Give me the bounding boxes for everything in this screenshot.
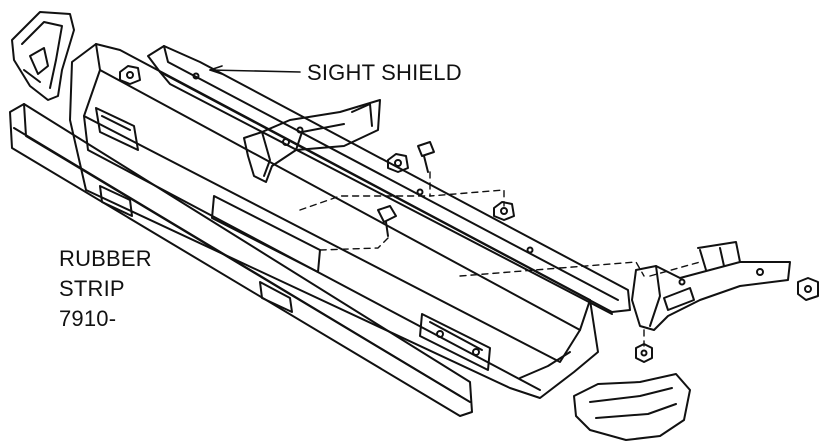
nut-upper-center [387, 153, 409, 173]
rubber-strip-label-line2: STRIP [59, 276, 125, 301]
sight-shield-leader [209, 65, 301, 75]
front-bumper [69, 43, 599, 399]
rubber-strip-label-line1: RUBBER [59, 246, 152, 271]
mounting-hardware [119, 65, 819, 363]
nut-bottom-right [635, 343, 653, 363]
rubber-strip-part-number: 7910- [59, 306, 117, 331]
nut-right-upper [493, 201, 515, 221]
rubber-strip [9, 103, 473, 417]
left-mounting-bracket [243, 99, 381, 183]
nut-left [119, 65, 141, 85]
nut-far-right [797, 277, 819, 301]
right-bumper-end-cap [573, 373, 691, 441]
bolt-upper [417, 141, 435, 173]
bolt-center [377, 205, 397, 237]
sight-shield [147, 45, 631, 315]
left-bumper-end-cap [11, 11, 75, 101]
sight-shield-label: SIGHT SHIELD [307, 60, 462, 85]
alignment-lines [299, 171, 701, 347]
right-mounting-bracket [631, 241, 791, 331]
